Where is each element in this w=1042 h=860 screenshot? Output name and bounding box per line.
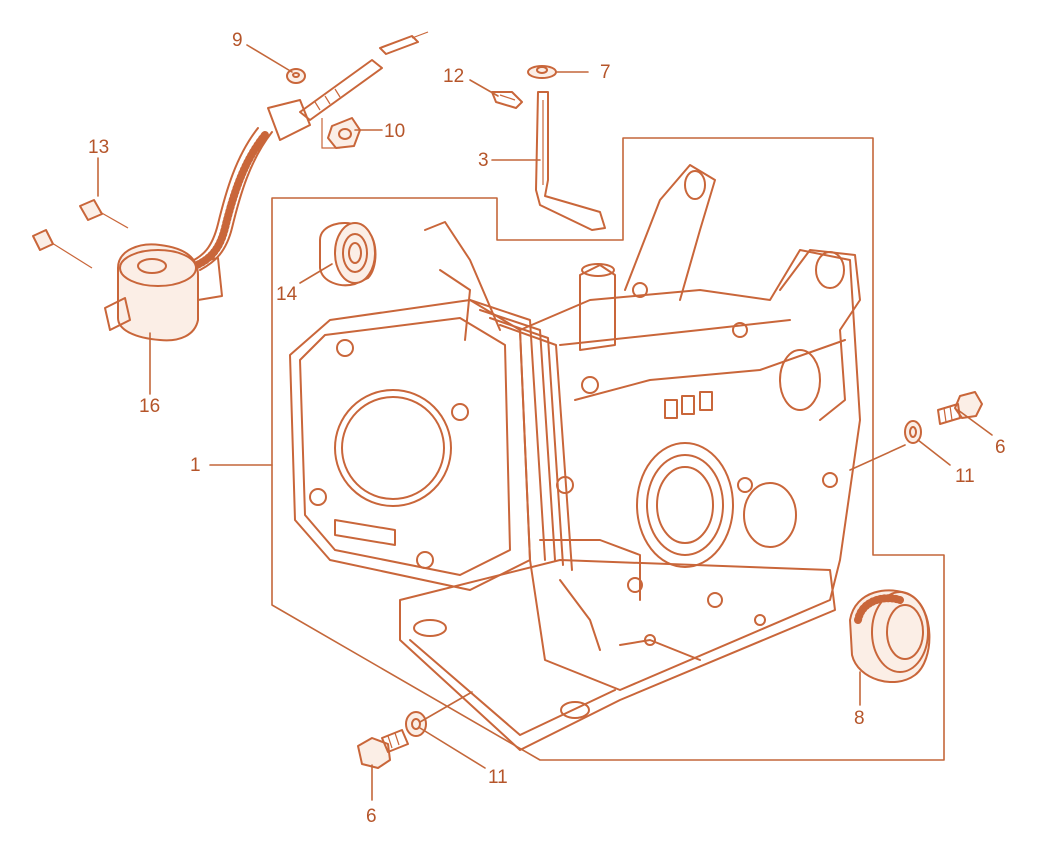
dipstick [535, 91, 606, 231]
crankcase [289, 164, 861, 751]
callout-1: 1 [190, 455, 201, 476]
callout-14: 14 [276, 284, 298, 305]
bolt-bottom [357, 729, 409, 769]
washer-right [904, 420, 922, 444]
callout-8: 8 [854, 708, 865, 729]
group-bracket [271, 137, 945, 761]
callout-11-bottom: 11 [488, 767, 508, 788]
callout-16: 16 [139, 396, 160, 417]
callout-10: 10 [384, 121, 405, 142]
callout-6-right: 6 [995, 437, 1006, 458]
bolt-right [937, 391, 983, 425]
callout-9: 9 [232, 30, 243, 51]
callout-11-right: 11 [955, 466, 975, 487]
callout-3: 3 [478, 150, 489, 171]
oil-seal [849, 589, 931, 684]
bearing [319, 221, 377, 287]
callout-13: 13 [88, 137, 109, 158]
callout-7: 7 [600, 62, 611, 83]
leader-lines [97, 44, 993, 801]
washer-bottom [405, 711, 427, 737]
dipstick-washer [527, 65, 557, 79]
clip [491, 91, 523, 109]
callout-6-bottom: 6 [366, 806, 377, 827]
cable-assembly [32, 31, 429, 342]
callout-12: 12 [443, 66, 464, 87]
